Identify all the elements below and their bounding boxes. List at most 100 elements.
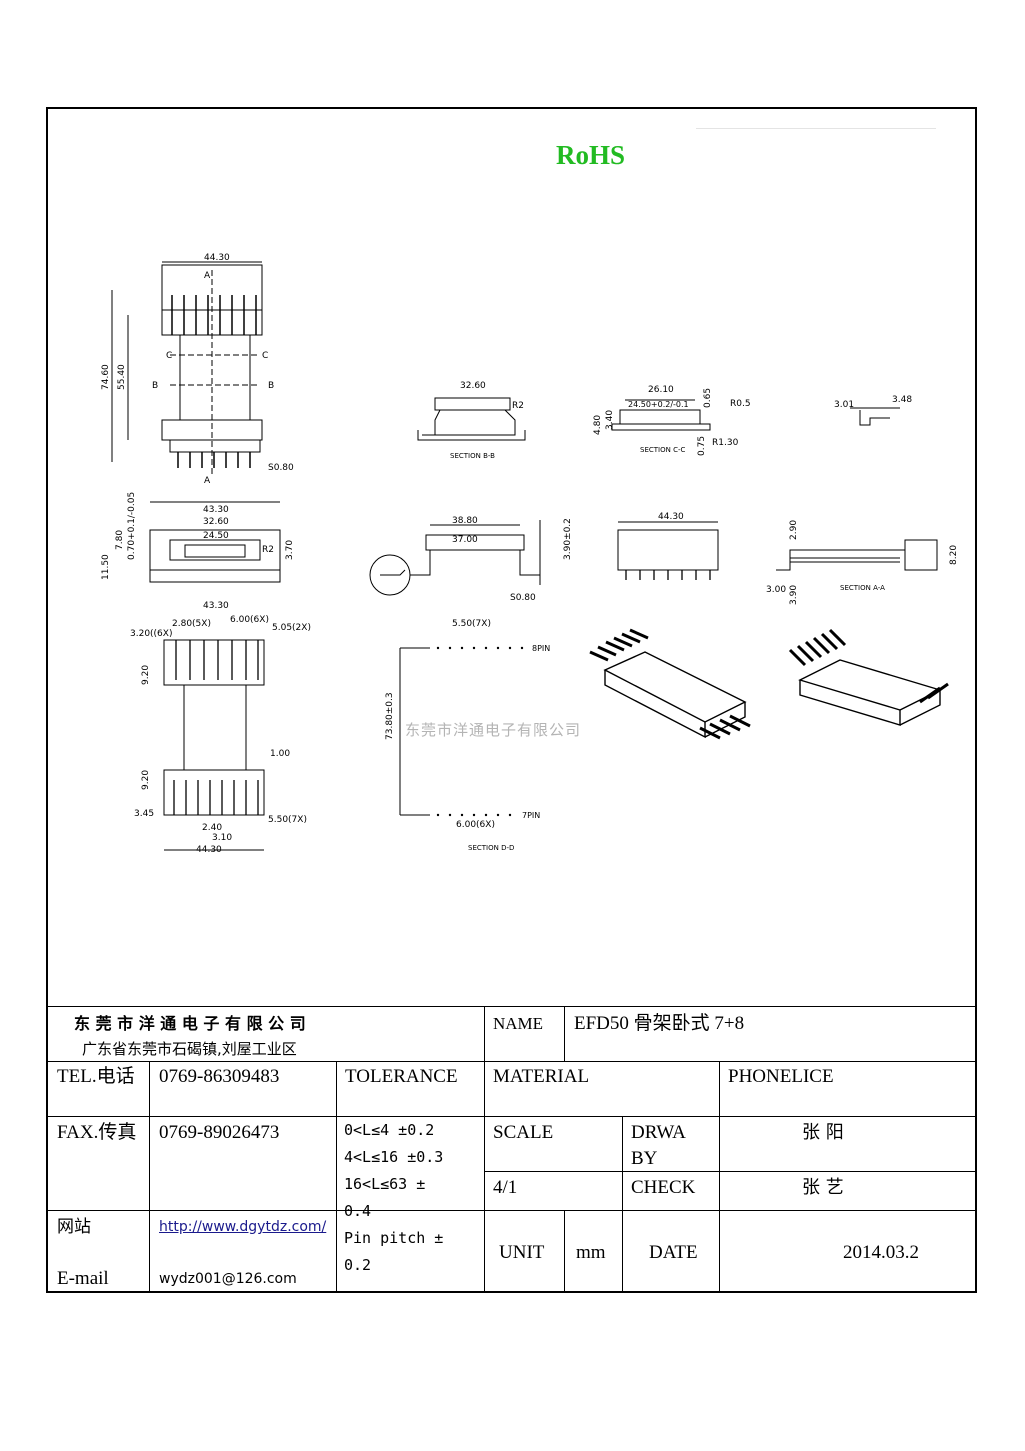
detail-3-48: 3.48 <box>892 395 912 405</box>
pin-detail <box>850 407 900 426</box>
check-label: CHECK <box>631 1177 696 1198</box>
isometric-view-2 <box>788 628 949 726</box>
cc-dim-r1-30: R1.30 <box>712 438 739 448</box>
bb-dim-r2: R2 <box>512 401 524 411</box>
dim-6-00: 6.00(6X) <box>230 615 269 625</box>
dim-5-50: 5.50(7X) <box>268 815 307 825</box>
front-dim-44-30: 44.30 <box>658 512 684 522</box>
dim-55-40: 55.40 <box>117 364 127 390</box>
cc-dim-0-75: 0.75 <box>697 436 707 456</box>
section-b-b <box>417 397 526 441</box>
tb-vline-e <box>719 1061 720 1293</box>
dim-r2: R2 <box>262 545 274 555</box>
rohs-mark: RoHS <box>556 140 626 170</box>
dim-s0-80-a: S0.80 <box>268 463 294 473</box>
date-label: DATE <box>649 1242 698 1263</box>
dim-74-60: 74.60 <box>101 364 111 390</box>
tb-line-3 <box>484 1171 977 1172</box>
tb-line-1 <box>47 1061 977 1062</box>
dd-dim-6-00: 6.00(6X) <box>456 820 495 830</box>
dim-2-80: 2.80(5X) <box>172 619 211 629</box>
section-dim-37-00: 37.00 <box>452 535 478 545</box>
tb-line-2 <box>47 1116 977 1117</box>
email-value: wydz001@126.com <box>159 1271 297 1287</box>
tolerance-line: Pin pitch ± <box>344 1229 444 1247</box>
dim-1-00: 1.00 <box>270 749 290 759</box>
section-dim-3-90: 3.90±0.2 <box>563 518 573 560</box>
tolerance-line: 0<L≤4 ±0.2 <box>344 1121 435 1139</box>
dim-5-05: 5.05(2X) <box>272 623 311 633</box>
drawn-by-value: 张 阳 <box>802 1122 844 1143</box>
header-rule <box>696 128 936 129</box>
dim-24-50: 24.50 <box>203 531 229 541</box>
technical-drawing: 44.30 A A C C B B 74.60 55.40 S0.80 43.3… <box>100 240 980 870</box>
aa-dim-8-20: 8.20 <box>949 545 959 565</box>
website-label: 网站 <box>57 1217 91 1237</box>
check-value: 张 艺 <box>802 1177 844 1198</box>
dd-dim-73-80: 73.80±0.3 <box>385 692 395 740</box>
label-b-left: B <box>152 381 158 391</box>
dim-44-30: 44.30 <box>204 253 230 263</box>
dim-3-70: 3.70 <box>285 540 295 560</box>
cc-dim-3-40: 3.40 <box>605 410 615 430</box>
bb-title: SECTION B-B <box>450 452 495 460</box>
material-label: MATERIAL <box>493 1066 590 1087</box>
scale-value: 4/1 <box>493 1177 518 1198</box>
label-c-left: C <box>166 351 172 361</box>
cc-dim-26-10: 26.10 <box>648 385 674 395</box>
dim-3-45: 3.45 <box>134 809 154 819</box>
tb-vline-b <box>564 1006 565 1061</box>
name-value: EFD50 骨架卧式 7+8 <box>574 1013 745 1034</box>
cc-dim-r0-5: R0.5 <box>730 399 751 409</box>
bb-dim-32-60: 32.60 <box>460 381 486 391</box>
tolerance-line: 0.2 <box>344 1256 372 1274</box>
dim-7-80: 7.80 <box>115 530 125 550</box>
tel-value: 0769-86309483 <box>159 1066 280 1087</box>
dim-3-10: 3.10 <box>212 833 232 843</box>
label-a-bottom: A <box>204 476 211 486</box>
unit-value: mm <box>576 1242 606 1263</box>
tb-line-top <box>47 1006 977 1007</box>
tb-line-4 <box>47 1210 977 1211</box>
dim-43-30: 43.30 <box>203 505 229 515</box>
label-c-right: C <box>262 351 268 361</box>
unit-label: UNIT <box>499 1242 545 1263</box>
website-link[interactable]: http://www.dgytdz.com/ <box>159 1219 327 1235</box>
dim-11-50: 11.50 <box>101 554 111 580</box>
dd-8pin: 8PIN <box>532 644 550 653</box>
label-a-top: A <box>204 271 211 281</box>
dim-44-30-b: 44.30 <box>196 845 222 855</box>
section-a-a <box>776 539 938 571</box>
scale-label: SCALE <box>493 1122 554 1143</box>
label-b-right: B <box>268 381 274 391</box>
aa-title: SECTION A-A <box>840 584 885 592</box>
section-side <box>369 520 541 596</box>
tb-vline-d <box>336 1061 337 1293</box>
watermark: 东莞市洋通电子有限公司 <box>405 721 582 739</box>
section-dim-s0-80: S0.80 <box>510 593 536 603</box>
cc-dim-0-65: 0.65 <box>703 388 713 408</box>
cc-dim-24-50: 24.50+0.2/-0.1 <box>628 400 689 409</box>
dim-9-20-b: 9.20 <box>141 770 151 790</box>
tel-label: TEL.电话 <box>57 1066 135 1087</box>
tolerance-line: 16<L≤63 ± <box>344 1175 426 1193</box>
drawn-by-label: DRWA BY <box>631 1122 685 1169</box>
dd-7pin: 7PIN <box>522 811 540 820</box>
dim-0-70: 0.70+0.1/-0.05 <box>127 492 137 560</box>
tb-vline-c <box>149 1061 150 1293</box>
name-label: NAME <box>493 1014 544 1033</box>
bottom-view <box>163 639 265 851</box>
section-d-d <box>399 646 524 817</box>
side-view <box>149 501 281 583</box>
aa-dim-3-90: 3.90 <box>789 585 799 605</box>
cc-dim-4-80: 4.80 <box>593 415 603 435</box>
company-name: 东 莞 市 洋 通 电 子 有 限 公 司 <box>74 1014 306 1033</box>
front-view <box>617 521 719 580</box>
dim-9-20-a: 9.20 <box>141 665 151 685</box>
dim-3-20: 3.20((6X) <box>130 629 172 639</box>
tolerance-line: 0.4 <box>344 1202 372 1220</box>
aa-dim-2-90: 2.90 <box>789 520 799 540</box>
dim-43-30-b: 43.30 <box>203 601 229 611</box>
dim-32-60: 32.60 <box>203 517 229 527</box>
tb-vline-a <box>484 1006 485 1293</box>
